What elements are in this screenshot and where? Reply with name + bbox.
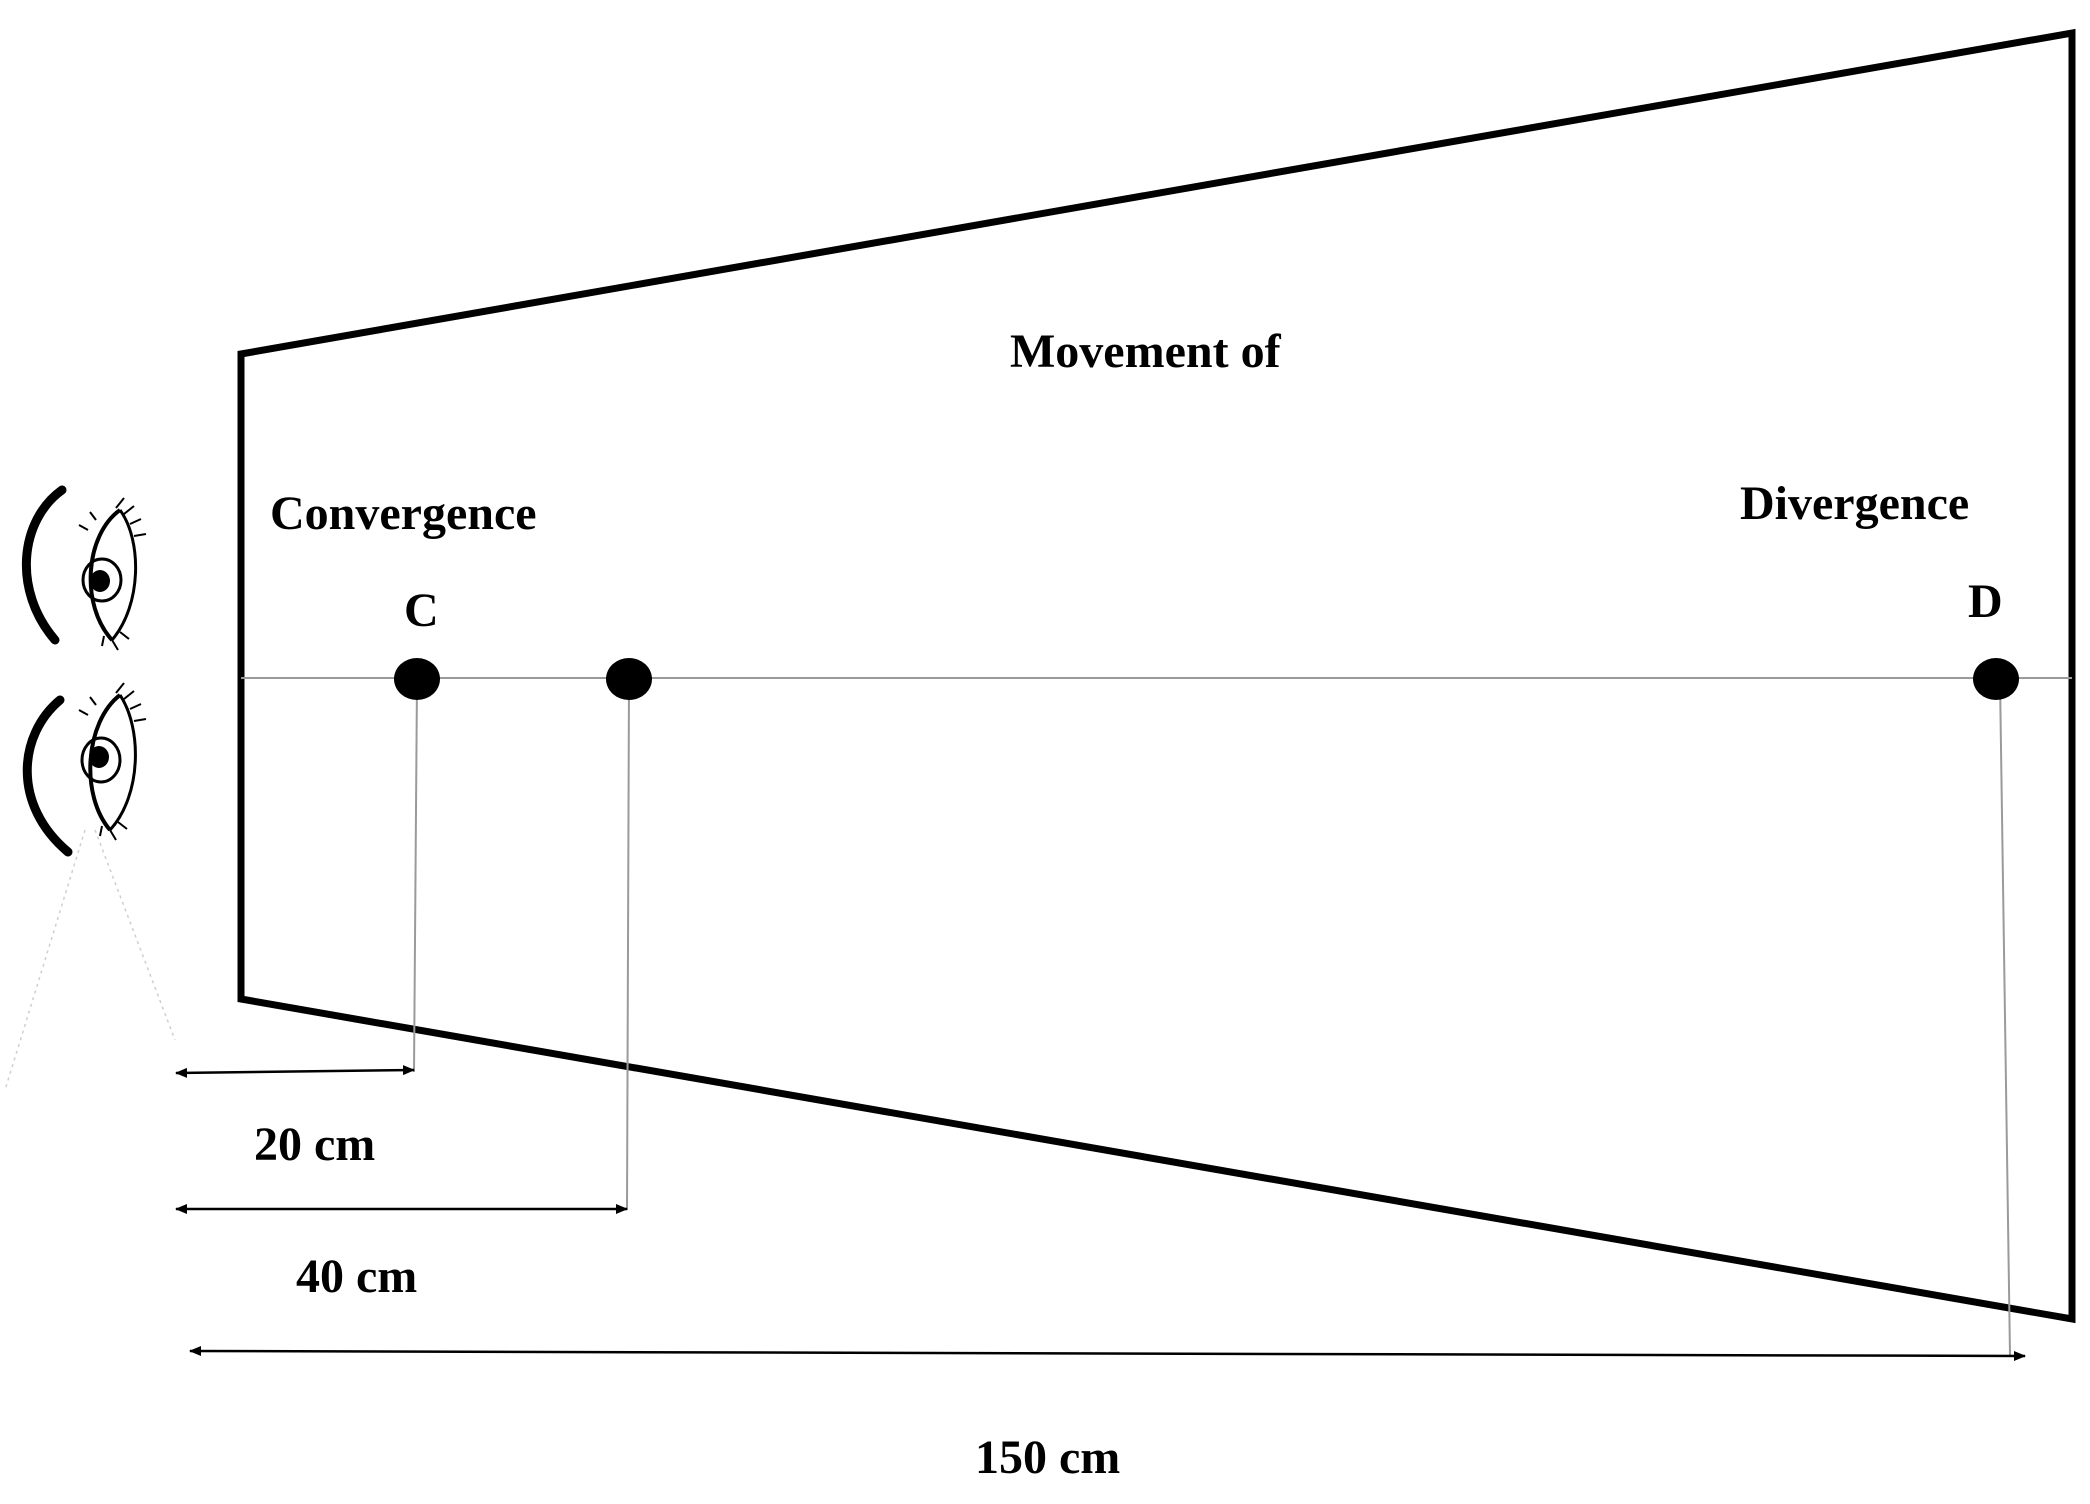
drop-line-d [1999, 679, 2011, 1356]
point-d-dot [1973, 658, 2019, 700]
convergence-label: Convergence [270, 487, 537, 540]
distance-label-150cm: 150 cm [975, 1431, 1120, 1484]
eye-icon [21, 485, 147, 651]
divergence-label: Divergence [1740, 477, 1969, 530]
distance-label-40cm: 40 cm [296, 1250, 417, 1303]
distance-label-20cm: 20 cm [254, 1118, 375, 1171]
drop-line-40 [626, 679, 630, 1211]
point-c-dot [394, 658, 440, 700]
point-d-label: D [1968, 575, 2003, 628]
distance-arrow-150cm [189, 1346, 2026, 1361]
point-c-label: C [404, 584, 439, 637]
point-40cm-dot [606, 658, 652, 700]
drop-line-c [413, 679, 418, 1073]
diagram-title: Movement of [1010, 325, 1282, 378]
distance-arrow-20cm [175, 1065, 415, 1078]
sight-line-faint [94, 829, 176, 1041]
viewing-field-trapezoid [237, 28, 2076, 1324]
eye-icon [22, 682, 147, 857]
sight-line-faint [4, 829, 86, 1091]
